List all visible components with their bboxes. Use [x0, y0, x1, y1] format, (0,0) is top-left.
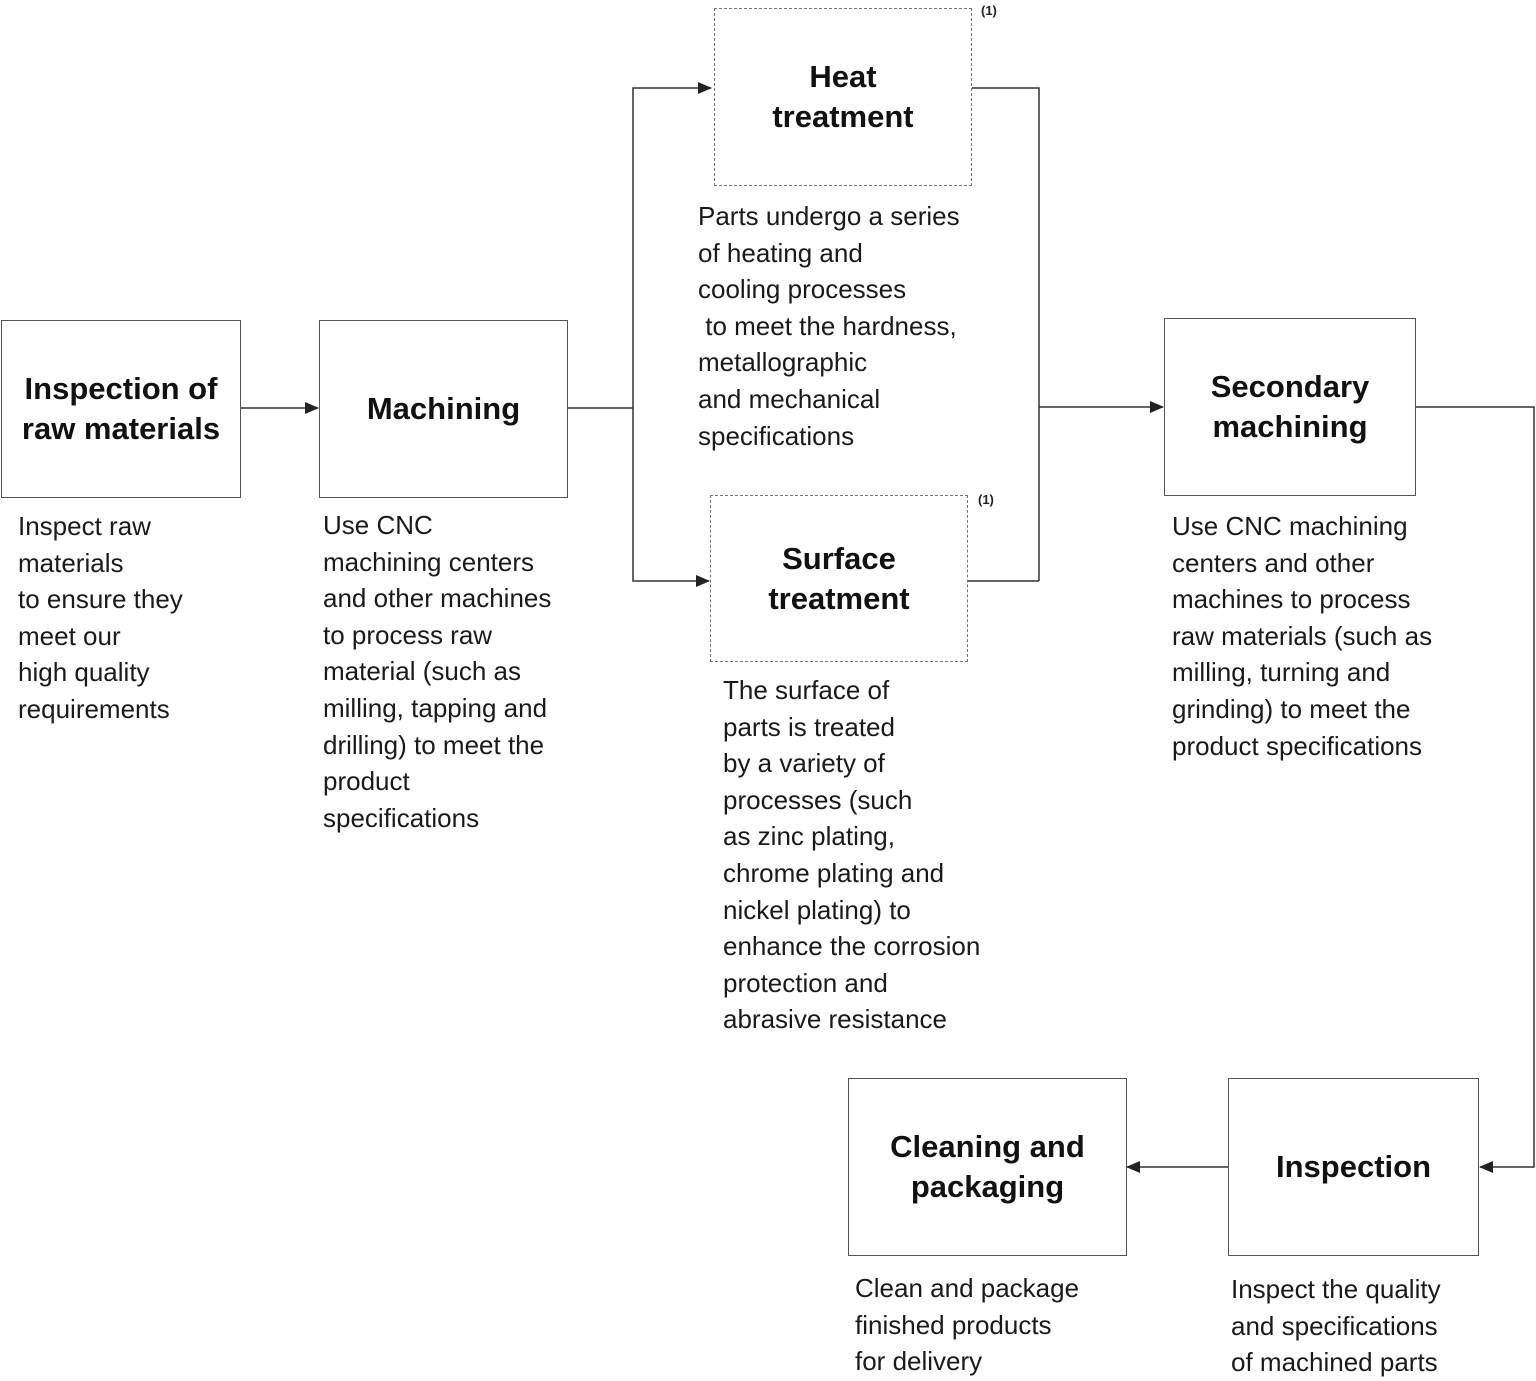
step-cleaning-packaging: Cleaning and packaging	[848, 1078, 1127, 1256]
connector-heat-to-merge	[972, 87, 1040, 581]
step-secondary-machining-description: Use CNC machining centers and other mach…	[1172, 511, 1433, 761]
step-secondary-machining-title: Secondary machining	[1210, 369, 1370, 444]
step-raw-inspection-description: Inspect raw materials to ensure they mee…	[18, 511, 183, 724]
step-inspection-description: Inspect the quality and specifications o…	[1231, 1274, 1441, 1378]
arrow-secondary-to-inspection	[1416, 406, 1535, 1173]
step-secondary-machining: Secondary machining	[1164, 318, 1416, 496]
arrow-to-heat-treatment	[632, 82, 712, 408]
step-machining-title: Machining	[366, 391, 521, 426]
step-raw-inspection-title: Inspection of raw materials	[21, 371, 221, 446]
arrow-to-surface-treatment	[632, 408, 710, 587]
step-machining-description: Use CNC machining centers and other mach…	[323, 510, 552, 833]
step-cleaning-packaging-title: Cleaning and packaging	[890, 1129, 1085, 1204]
step-heat-treatment: Heat treatment	[714, 8, 972, 186]
step-cleaning-packaging-description: Clean and package finished products for …	[855, 1273, 1080, 1377]
step-heat-treatment-description: Parts undergo a series of heating and co…	[698, 201, 960, 451]
step-heat-treatment-title: Heat treatment	[772, 59, 914, 134]
step-inspection-title: Inspection	[1275, 1149, 1431, 1184]
heat-treatment-footnote: (1)	[981, 3, 997, 18]
surface-treatment-footnote: (1)	[978, 492, 994, 507]
step-machining: Machining	[319, 320, 568, 498]
step-surface-treatment-title: Surface treatment	[768, 540, 910, 616]
step-surface-treatment-description: The surface of parts is treated by a var…	[723, 675, 981, 1035]
step-raw-inspection: Inspection of raw materials	[1, 320, 241, 498]
step-inspection: Inspection	[1228, 1078, 1479, 1256]
step-surface-treatment: Surface treatment	[710, 495, 968, 662]
